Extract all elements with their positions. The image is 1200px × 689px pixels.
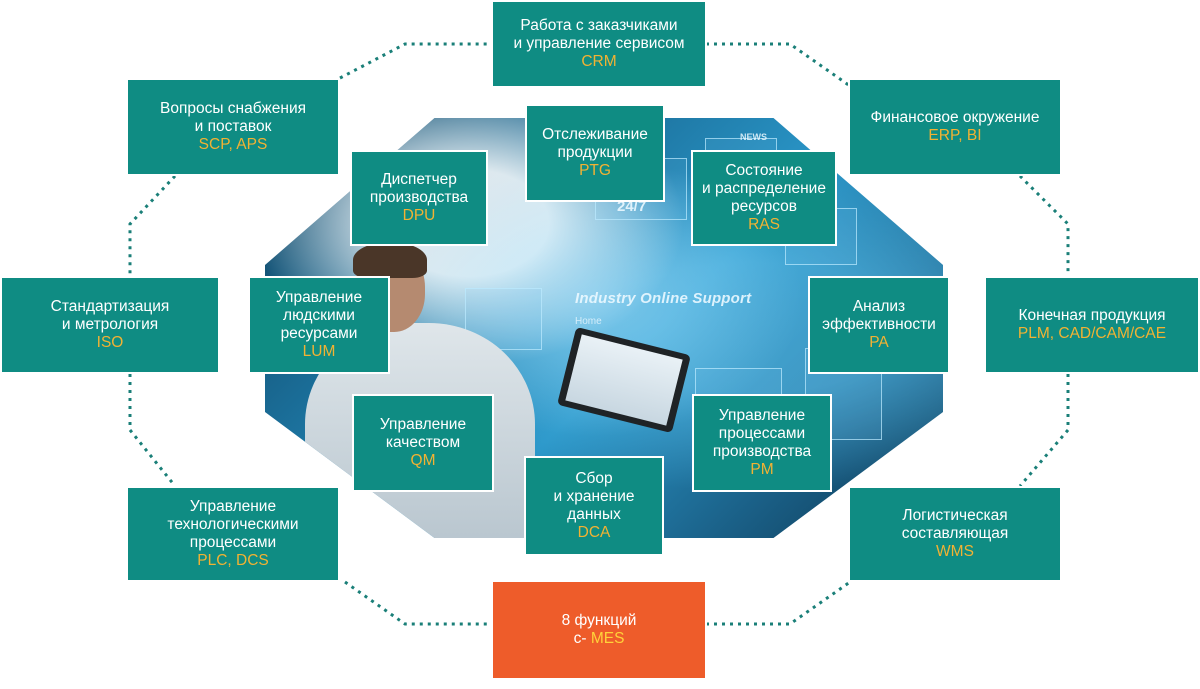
connector-right-upper (1018, 174, 1070, 276)
box-text-line: процессами (189, 534, 277, 551)
box-code: PLC, DCS (197, 552, 269, 569)
box-code: PTG (579, 162, 611, 179)
box-text-line: Отслеживание (542, 126, 648, 143)
home-label: Home (575, 316, 602, 327)
box-text-line: и метрология (61, 316, 159, 333)
box-erp: Финансовое окружение ERP, BI (848, 78, 1062, 176)
news-label: NEWS (740, 132, 767, 142)
box-code: PA (869, 334, 889, 351)
box-plc: Управление технологическими процессами P… (126, 486, 340, 582)
box-text-line: производства (369, 189, 469, 206)
box-crm: Работа с заказчиками и управление сервис… (491, 0, 707, 88)
box-text-line: Сбор (575, 470, 613, 487)
box-lum: Управление людскими ресурсами LUM (248, 276, 390, 374)
box-code: ERP, BI (928, 127, 982, 144)
box-text-line: Управление (379, 416, 467, 433)
person-hair (353, 242, 427, 278)
connector-top-left (339, 42, 492, 80)
box-text-line: данных (567, 506, 621, 523)
box-text-line: людскими (283, 307, 355, 324)
connector-bottom-right (706, 580, 851, 626)
connector-right-lower (1018, 374, 1070, 487)
box-ptg: Отслеживание продукции PTG (525, 104, 665, 202)
box-code: PM (750, 461, 774, 478)
box-text-line: Управление (189, 498, 277, 515)
box-code: QM (410, 452, 436, 469)
box-text-line: и управление сервисом (513, 35, 685, 52)
box-text-line: технологическими (167, 516, 299, 533)
box-dca: Сбор и хранение данных DCA (524, 456, 664, 556)
box-plm: Конечная продукция PLM, CAD/CAM/CAE (984, 276, 1200, 374)
box-text-line: Состояние (725, 162, 803, 179)
box-text-line: Работа с заказчиками (520, 17, 678, 34)
box-text-line: продукции (557, 144, 633, 161)
mes-prefix: с- (573, 630, 591, 647)
support-247-label: 24/7 (617, 198, 647, 215)
box-code: PLM, CAD/CAM/CAE (1017, 325, 1167, 342)
box-mes: 8 функций с- MES (491, 580, 707, 680)
box-text-line: и хранение (553, 488, 635, 505)
box-text-line: и распределение (702, 180, 826, 197)
box-code: DPU (402, 207, 436, 224)
box-qm: Управление качеством QM (352, 394, 494, 492)
box-code: SCP, APS (198, 136, 268, 153)
box-code: CRM (581, 53, 617, 70)
box-text-line: Вопросы снабжения (159, 100, 307, 117)
connector-bottom-left (344, 580, 492, 626)
box-text-line: эффективности (822, 316, 936, 333)
mes-text-line: 8 функций (561, 612, 637, 629)
mes-code-line: с- MES (574, 630, 625, 648)
box-pa: Анализ эффективности PA (808, 276, 950, 374)
box-wms: Логистическая составляющая WMS (848, 486, 1062, 582)
box-text-line: производства (712, 443, 812, 460)
box-iso: Стандартизация и метрология ISO (0, 276, 220, 374)
connector-top-right (706, 42, 851, 88)
box-code: RAS (748, 216, 780, 233)
box-code: WMS (936, 543, 974, 560)
box-text-line: Анализ (852, 298, 906, 315)
box-text-line: составляющая (901, 525, 1009, 542)
box-code: ISO (96, 334, 124, 351)
box-text-line: Логистическая (902, 507, 1008, 524)
box-text-line: ресурсов (731, 198, 797, 215)
box-text-line: Диспетчер (381, 171, 457, 188)
box-text-line: процессами (718, 425, 806, 442)
box-text-line: ресурсами (280, 325, 358, 342)
box-text-line: качеством (385, 434, 461, 451)
box-text-line: Стандартизация (50, 298, 170, 315)
mes-code: MES (590, 630, 625, 647)
box-dpu: Диспетчер производства DPU (350, 150, 488, 246)
box-text-line: Управление (275, 289, 363, 306)
box-code: LUM (302, 343, 336, 360)
connector-left-lower (128, 374, 177, 487)
box-text-line: Конечная продукция (1018, 307, 1166, 324)
industry-online-support-banner: Industry Online Support (575, 290, 752, 307)
box-ras: Состояние и распределение ресурсов RAS (691, 150, 837, 246)
box-scp: Вопросы снабжения и поставок SCP, APS (126, 78, 340, 176)
box-code: DCA (577, 524, 611, 541)
box-pm: Управление процессами производства PM (692, 394, 832, 492)
connector-left-upper (128, 174, 177, 276)
box-text-line: Финансовое окружение (870, 109, 1040, 126)
box-text-line: Управление (718, 407, 806, 424)
box-text-line: и поставок (194, 118, 272, 135)
